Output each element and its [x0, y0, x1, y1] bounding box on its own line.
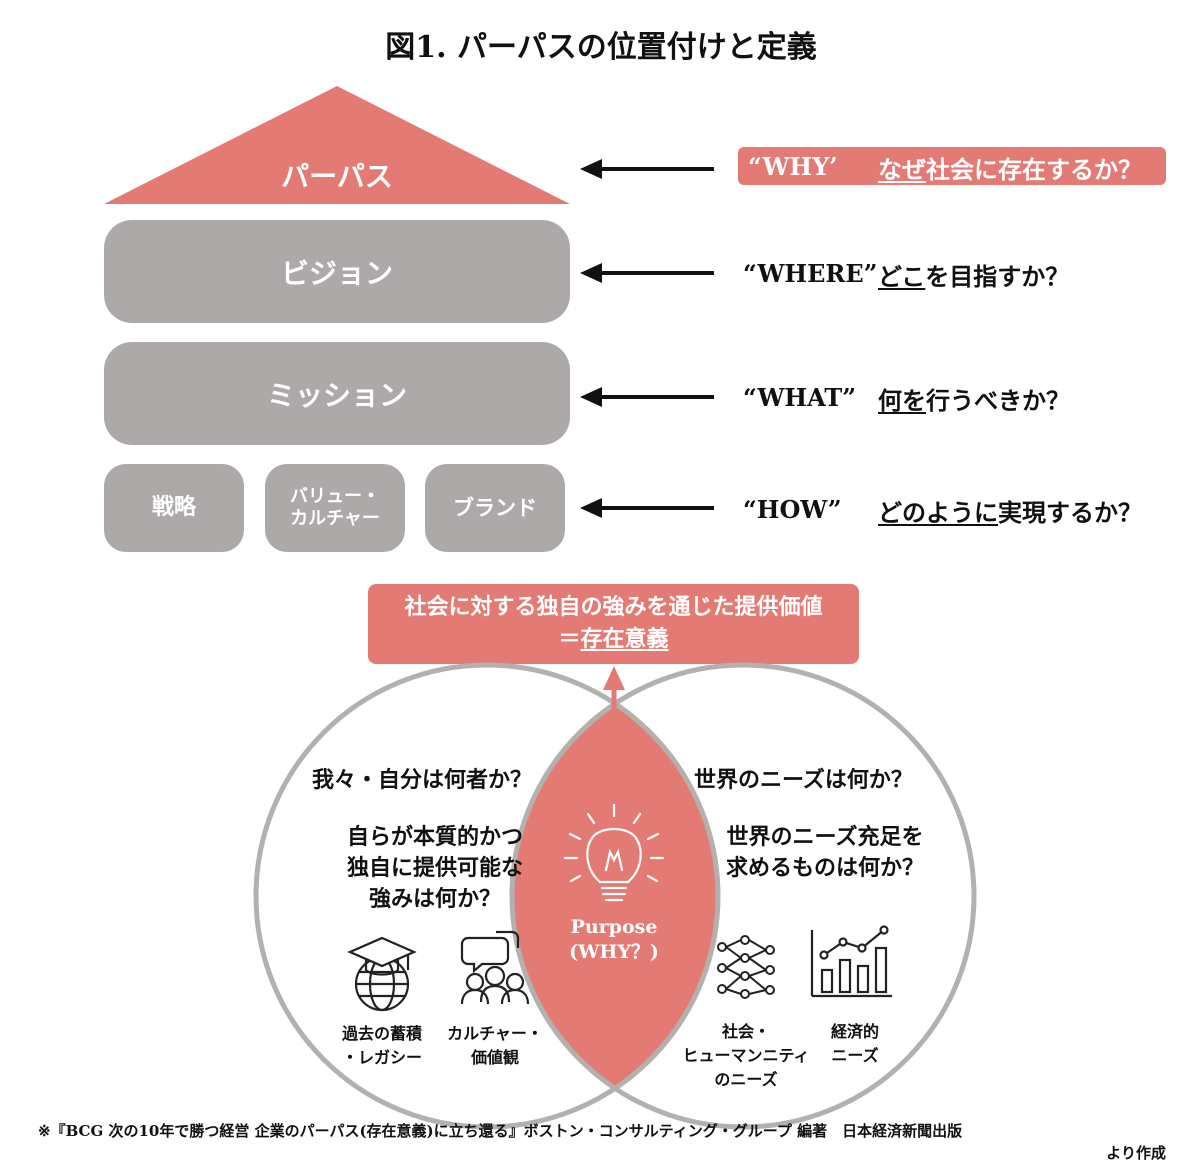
why-question: なぜ社会に存在するか？	[878, 150, 1142, 185]
brand-box: ブランド	[425, 464, 565, 552]
value-line2: ＝存在意義	[368, 624, 859, 656]
arrow-up-icon	[603, 666, 625, 718]
arrow-left-icon	[580, 263, 714, 283]
footnote-line1: ※『BCG 次の10年で勝つ経営 企業のパーパス(存在意義)に立ち還る』ボストン…	[38, 1122, 963, 1140]
what-question: 何を行うべきか？	[878, 381, 1070, 416]
page-title: 図1. パーパスの位置付けと定義	[385, 30, 817, 65]
vision-label: ビジョン	[280, 256, 393, 290]
why-underlined: なぜ	[878, 155, 926, 184]
right-circle	[509, 662, 977, 1130]
roof-shape	[104, 86, 570, 204]
why-highlight-box	[738, 147, 1166, 185]
purpose-line2: (WHY？)	[569, 940, 659, 963]
how-question: どのように実現するか？	[878, 493, 1142, 528]
where-key: “WHERE”	[743, 259, 878, 288]
why-key: “WHY’	[748, 152, 838, 181]
strategy-label: 戦略	[151, 494, 196, 521]
economic-needs-label: 経済的 ニーズ	[830, 1022, 879, 1065]
value-definition-box: 社会に対する独自の強みを通じた提供価値 ＝存在意義	[368, 584, 859, 664]
what-rest: 行うべきか？	[926, 386, 1070, 415]
left-circle-question: 我々・自分は何者か？	[312, 767, 533, 793]
people-chat-icon	[460, 930, 530, 1005]
arrow-left-icon	[580, 159, 714, 179]
legacy-label: 過去の蓄積 ・レガシー	[341, 1024, 422, 1067]
value-line2-prefix: ＝	[558, 625, 581, 652]
left-circle-text: 自らが本質的かつ 独自に提供可能な 強みは何か？	[346, 824, 523, 912]
how-underlined: どのように	[878, 498, 998, 527]
arrow-left-icon	[580, 387, 714, 407]
arrow-left-icon	[580, 498, 714, 518]
left-circle	[253, 662, 721, 1130]
where-question: どこを目指すか？	[878, 257, 1069, 292]
strategy-box: 戦略	[104, 464, 244, 552]
value-culture-box: バリュー・ カルチャー	[265, 464, 405, 552]
purpose-label: Purpose (WHY？)	[554, 915, 674, 964]
graduation-cap-globe-icon	[347, 936, 417, 1012]
overlap-lens	[512, 665, 718, 1127]
how-key: “HOW”	[743, 495, 842, 524]
social-needs-label: 社会・ ヒューマンニティ のニーズ	[682, 1022, 810, 1089]
value-line1: 社会に対する独自の強みを通じた提供価値	[404, 594, 823, 620]
where-underlined: どこ	[878, 262, 926, 291]
value-line2-underlined: 存在意義	[580, 625, 669, 652]
lightbulb-icon	[563, 803, 665, 902]
right-circle-question: 世界のニーズは何か？	[694, 767, 913, 793]
why-rest: 社会に存在するか？	[926, 155, 1142, 184]
footnote-line2: より作成	[1106, 1144, 1166, 1162]
purpose-roof-label: パーパス	[281, 160, 393, 193]
network-nodes-icon	[717, 935, 775, 999]
culture-values-label: カルチャー・ 価値観	[447, 1024, 543, 1067]
where-rest: を目指すか？	[925, 262, 1070, 291]
what-key: “WHAT”	[743, 383, 857, 412]
value-culture-label: バリュー・ カルチャー	[290, 485, 380, 530]
right-circle-text: 世界のニーズ充足を 求めるものは何か？	[725, 824, 924, 881]
growth-chart-icon	[810, 925, 892, 998]
mission-label: ミッション	[266, 378, 407, 412]
vision-box: ビジョン	[104, 220, 570, 323]
how-rest: 実現するか？	[998, 498, 1142, 527]
brand-label: ブランド	[453, 494, 537, 520]
mission-box: ミッション	[104, 342, 570, 445]
what-underlined: 何を	[878, 386, 926, 415]
purpose-line1: Purpose	[570, 916, 658, 938]
